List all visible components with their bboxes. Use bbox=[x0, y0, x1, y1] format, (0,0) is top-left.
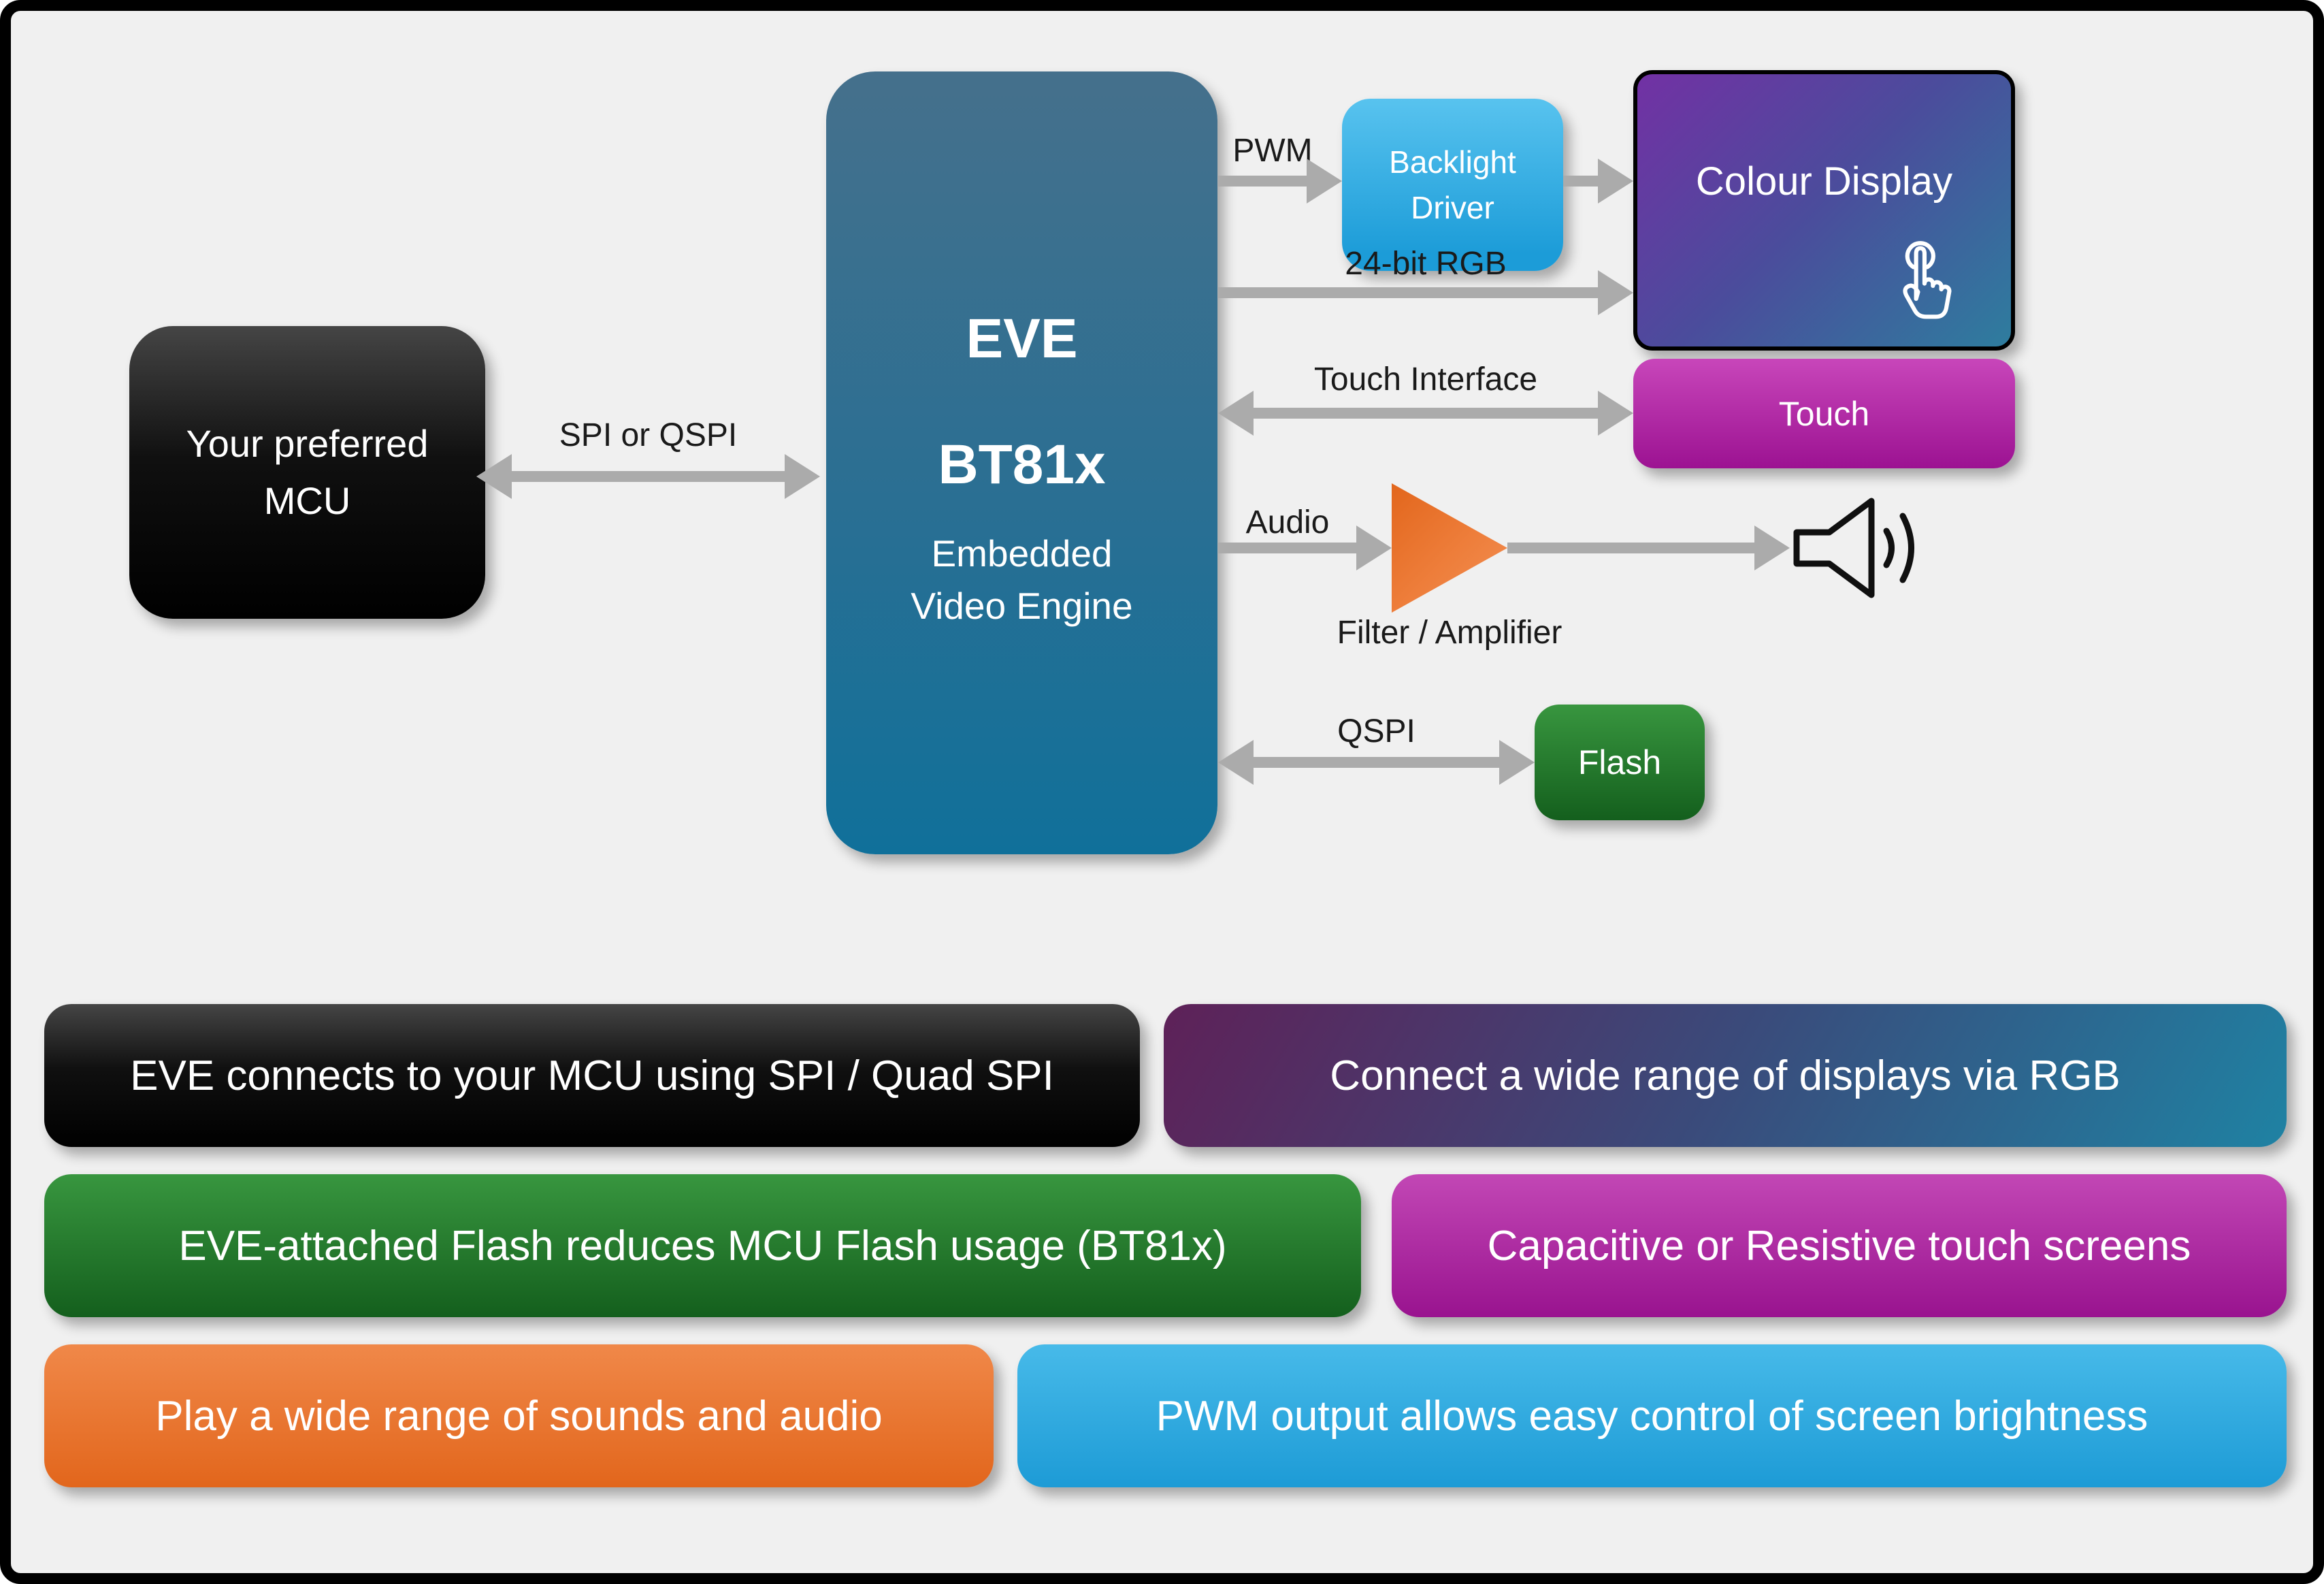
arrow-head-right bbox=[1356, 526, 1392, 570]
audio-arrow bbox=[1218, 526, 1392, 570]
arrow-head-right bbox=[1598, 270, 1633, 315]
arrow-shaft bbox=[1218, 287, 1598, 298]
eve-desc-line2: Video Engine bbox=[911, 585, 1133, 627]
arrow-shaft bbox=[1563, 176, 1598, 187]
qspi-label: QSPI bbox=[1337, 713, 1415, 749]
arrow-shaft bbox=[1507, 543, 1754, 553]
amplifier-triangle bbox=[1392, 483, 1507, 613]
eve-title: EVE bbox=[966, 308, 1078, 370]
arrow-shaft bbox=[512, 471, 785, 482]
arrow-head-left bbox=[476, 454, 512, 499]
touch-box: Touch bbox=[1633, 359, 2015, 468]
touch-interface-label: Touch Interface bbox=[1313, 361, 1538, 398]
amp-speaker-arrow bbox=[1507, 526, 1790, 570]
arrow-head-right bbox=[1598, 391, 1633, 436]
arrow-head-right bbox=[1598, 159, 1633, 204]
banner-spi: EVE connects to your MCU using SPI / Qua… bbox=[44, 1004, 1140, 1147]
backlight-driver-box: Backlight Driver bbox=[1342, 99, 1563, 271]
flash-label: Flash bbox=[1577, 743, 1662, 781]
filter-amplifier-label: Filter / Amplifier bbox=[1337, 615, 1562, 651]
spi-qspi-arrow bbox=[476, 454, 820, 499]
pwm-arrow bbox=[1218, 159, 1342, 204]
arrow-head-right bbox=[1754, 526, 1790, 570]
banner-pwm: PWM output allows easy control of screen… bbox=[1017, 1344, 2287, 1487]
banner-touch: Capacitive or Resistive touch screens bbox=[1392, 1174, 2287, 1317]
arrow-head-right bbox=[1499, 740, 1535, 785]
qspi-arrow bbox=[1218, 740, 1535, 785]
flash-box: Flash bbox=[1535, 705, 1705, 820]
rgb-label: 24-bit RGB bbox=[1345, 246, 1507, 282]
mcu-label-line2: MCU bbox=[263, 479, 351, 522]
eve-desc-line1: Embedded bbox=[931, 532, 1113, 575]
eve-box: EVE BT81x Embedded Video Engine bbox=[826, 71, 1217, 854]
arrow-head-right bbox=[785, 454, 820, 499]
eve-model: BT81x bbox=[938, 434, 1106, 496]
arrow-shaft bbox=[1254, 408, 1598, 419]
speaker-icon bbox=[1793, 498, 1914, 598]
rgb-arrow bbox=[1218, 270, 1633, 315]
arrow-head-left bbox=[1218, 391, 1254, 436]
colour-display-label: Colour Display bbox=[1695, 159, 1953, 204]
spi-qspi-label: SPI or QSPI bbox=[559, 417, 738, 453]
touch-label: Touch bbox=[1778, 394, 1870, 433]
colour-display-box: Colour Display bbox=[1633, 70, 2015, 351]
banner-audio: Play a wide range of sounds and audio bbox=[44, 1344, 994, 1487]
arrow-shaft bbox=[1254, 757, 1499, 768]
arrow-shaft bbox=[1218, 176, 1307, 187]
arrow-head-right bbox=[1307, 159, 1342, 204]
backlight-display-arrow bbox=[1563, 159, 1633, 204]
banner-rgb: Connect a wide range of displays via RGB bbox=[1164, 1004, 2287, 1147]
touch-interface-arrow bbox=[1218, 391, 1633, 436]
banner-flash: EVE-attached Flash reduces MCU Flash usa… bbox=[44, 1174, 1361, 1317]
arrow-head-left bbox=[1218, 740, 1254, 785]
touch-tap-icon bbox=[1903, 241, 1952, 319]
mcu-box: Your preferred MCU bbox=[129, 326, 485, 619]
arrow-shaft bbox=[1218, 543, 1356, 553]
backlight-label-line1: Backlight bbox=[1389, 144, 1516, 180]
backlight-label-line2: Driver bbox=[1411, 189, 1494, 225]
mcu-label-line1: Your preferred bbox=[186, 422, 429, 465]
pwm-label: PWM bbox=[1232, 133, 1313, 169]
audio-label: Audio bbox=[1245, 504, 1330, 540]
